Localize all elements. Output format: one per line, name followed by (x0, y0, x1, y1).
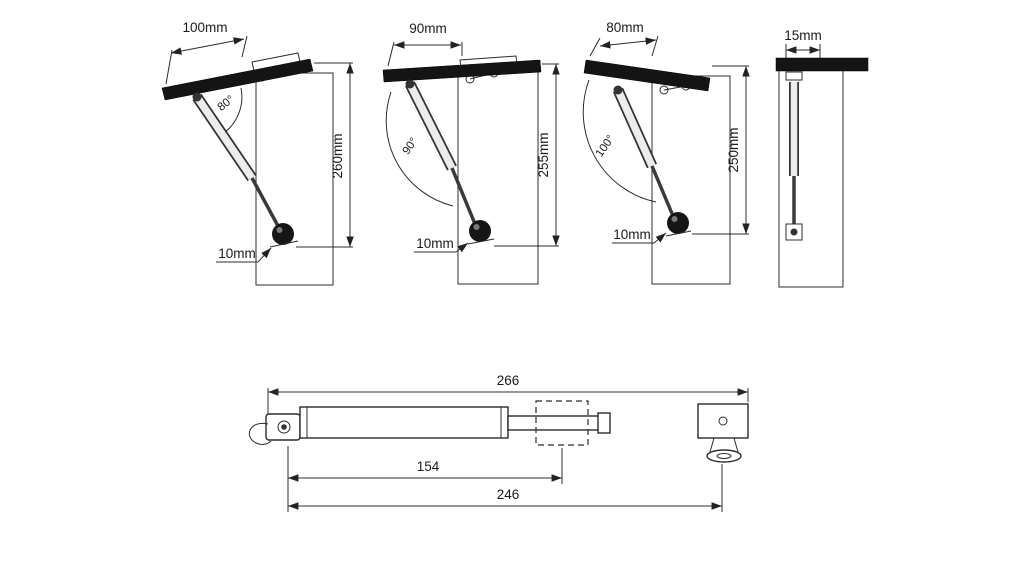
strut-cylinder (614, 88, 656, 168)
dim-lower (288, 464, 723, 512)
dim-top-label: 15mm (784, 28, 822, 43)
strut-top-bracket (785, 71, 803, 81)
ext-line (387, 41, 395, 67)
angle-arc (385, 91, 454, 207)
dim-offset (216, 247, 272, 263)
leader-arrow (455, 242, 469, 253)
right-mount-fitting (697, 403, 749, 463)
dim-offset (414, 242, 469, 253)
foot-stem (709, 437, 715, 453)
ball-base (467, 238, 495, 245)
clevis-hole (277, 420, 291, 434)
leader-arrow (257, 247, 272, 263)
ext-line (589, 37, 601, 57)
dim-offset-label: 10mm (613, 227, 651, 242)
angle-arc (582, 79, 657, 203)
foot-stem (733, 437, 739, 453)
ball-base (665, 230, 692, 237)
dim-top-label: 100mm (182, 20, 227, 35)
foot-disc (706, 449, 742, 463)
piston-rod (507, 415, 607, 431)
cabinet-door (583, 59, 711, 92)
cabinet-door-closed (775, 57, 869, 72)
angle-label: 100° (594, 133, 617, 159)
angle-label: 80° (216, 94, 237, 114)
ext-line (165, 49, 173, 85)
ball-highlight (473, 224, 480, 230)
gas-strut-compressed (785, 82, 803, 241)
view-angle-100: 80mm 100° 250mm 10mm (582, 20, 750, 285)
dim-height-label: 255mm (536, 132, 551, 177)
dim-top (589, 35, 659, 57)
ball-mount (667, 212, 689, 234)
cabinet-door (382, 59, 542, 83)
dim-top-label: 90mm (409, 21, 447, 36)
ball-mount (469, 220, 491, 242)
clevis-pin (281, 424, 287, 430)
ball-base (269, 240, 299, 248)
strut-rod (450, 167, 477, 225)
strut-pivot (405, 79, 415, 89)
ball-mount (272, 223, 294, 245)
ball-joint (467, 220, 495, 245)
angle-label: 90° (401, 136, 421, 157)
dim-top-label: 80mm (606, 20, 644, 35)
view-angle-90: 90mm 90° 255mm 10mm (382, 21, 560, 285)
dim-top (387, 41, 463, 67)
strut-bottom-bracket (785, 223, 803, 241)
dim-height (296, 62, 354, 248)
cabinet-panel (651, 75, 731, 285)
dim-height (692, 65, 750, 235)
dim-height-label: 250mm (726, 127, 741, 172)
cabinet-panel (457, 71, 539, 285)
clevis-end-fitting (248, 413, 301, 445)
dim-line (170, 37, 245, 55)
view-angle-80: 100mm 80° 260mm 10mm (161, 20, 354, 286)
rod-end-fitting (597, 412, 611, 434)
ball-joint (269, 223, 299, 248)
strut-rod (650, 165, 675, 217)
dim-offset-label: 10mm (218, 246, 256, 261)
ball-joint (665, 212, 692, 237)
cabinet-door (161, 58, 314, 101)
dim-mid (287, 446, 563, 512)
dim-offset-label: 10mm (416, 236, 454, 251)
strut-pivot (192, 92, 202, 102)
strut-rod (250, 177, 280, 227)
view-closed: 15mm (775, 28, 869, 288)
strut-cylinder (406, 82, 456, 170)
dim-line (599, 37, 657, 49)
ext-line (651, 35, 659, 57)
strut-body (299, 406, 509, 439)
dim-lower-label: 246 (497, 487, 520, 502)
dim-total-label: 266 (497, 373, 520, 388)
cabinet-panel (778, 59, 844, 288)
gas-strut (405, 79, 477, 225)
gas-strut (612, 85, 675, 217)
cabinet-panel (255, 72, 334, 286)
leader-arrow (653, 232, 667, 244)
spring-clip (248, 422, 272, 445)
strut-bottom-pin (790, 228, 798, 236)
dim-height (494, 63, 560, 247)
dim-total (267, 388, 749, 416)
strut-pivot (613, 85, 623, 95)
side-view: 266 154 (248, 373, 749, 512)
dashed-detail-box (535, 400, 589, 446)
ball-highlight (276, 227, 283, 233)
dim-mid-label: 154 (417, 459, 440, 474)
dim-height-label: 260mm (330, 133, 345, 178)
strut-cylinder (193, 94, 256, 181)
foot-disc-inner (716, 453, 732, 459)
mount-hole (718, 416, 728, 426)
hinge-pin (659, 85, 669, 95)
ball-highlight (671, 216, 678, 222)
mount-block (697, 403, 749, 439)
dim-offset (612, 232, 667, 244)
dim-top (785, 44, 821, 58)
dim-top (165, 35, 248, 85)
gas-strut (192, 92, 280, 227)
